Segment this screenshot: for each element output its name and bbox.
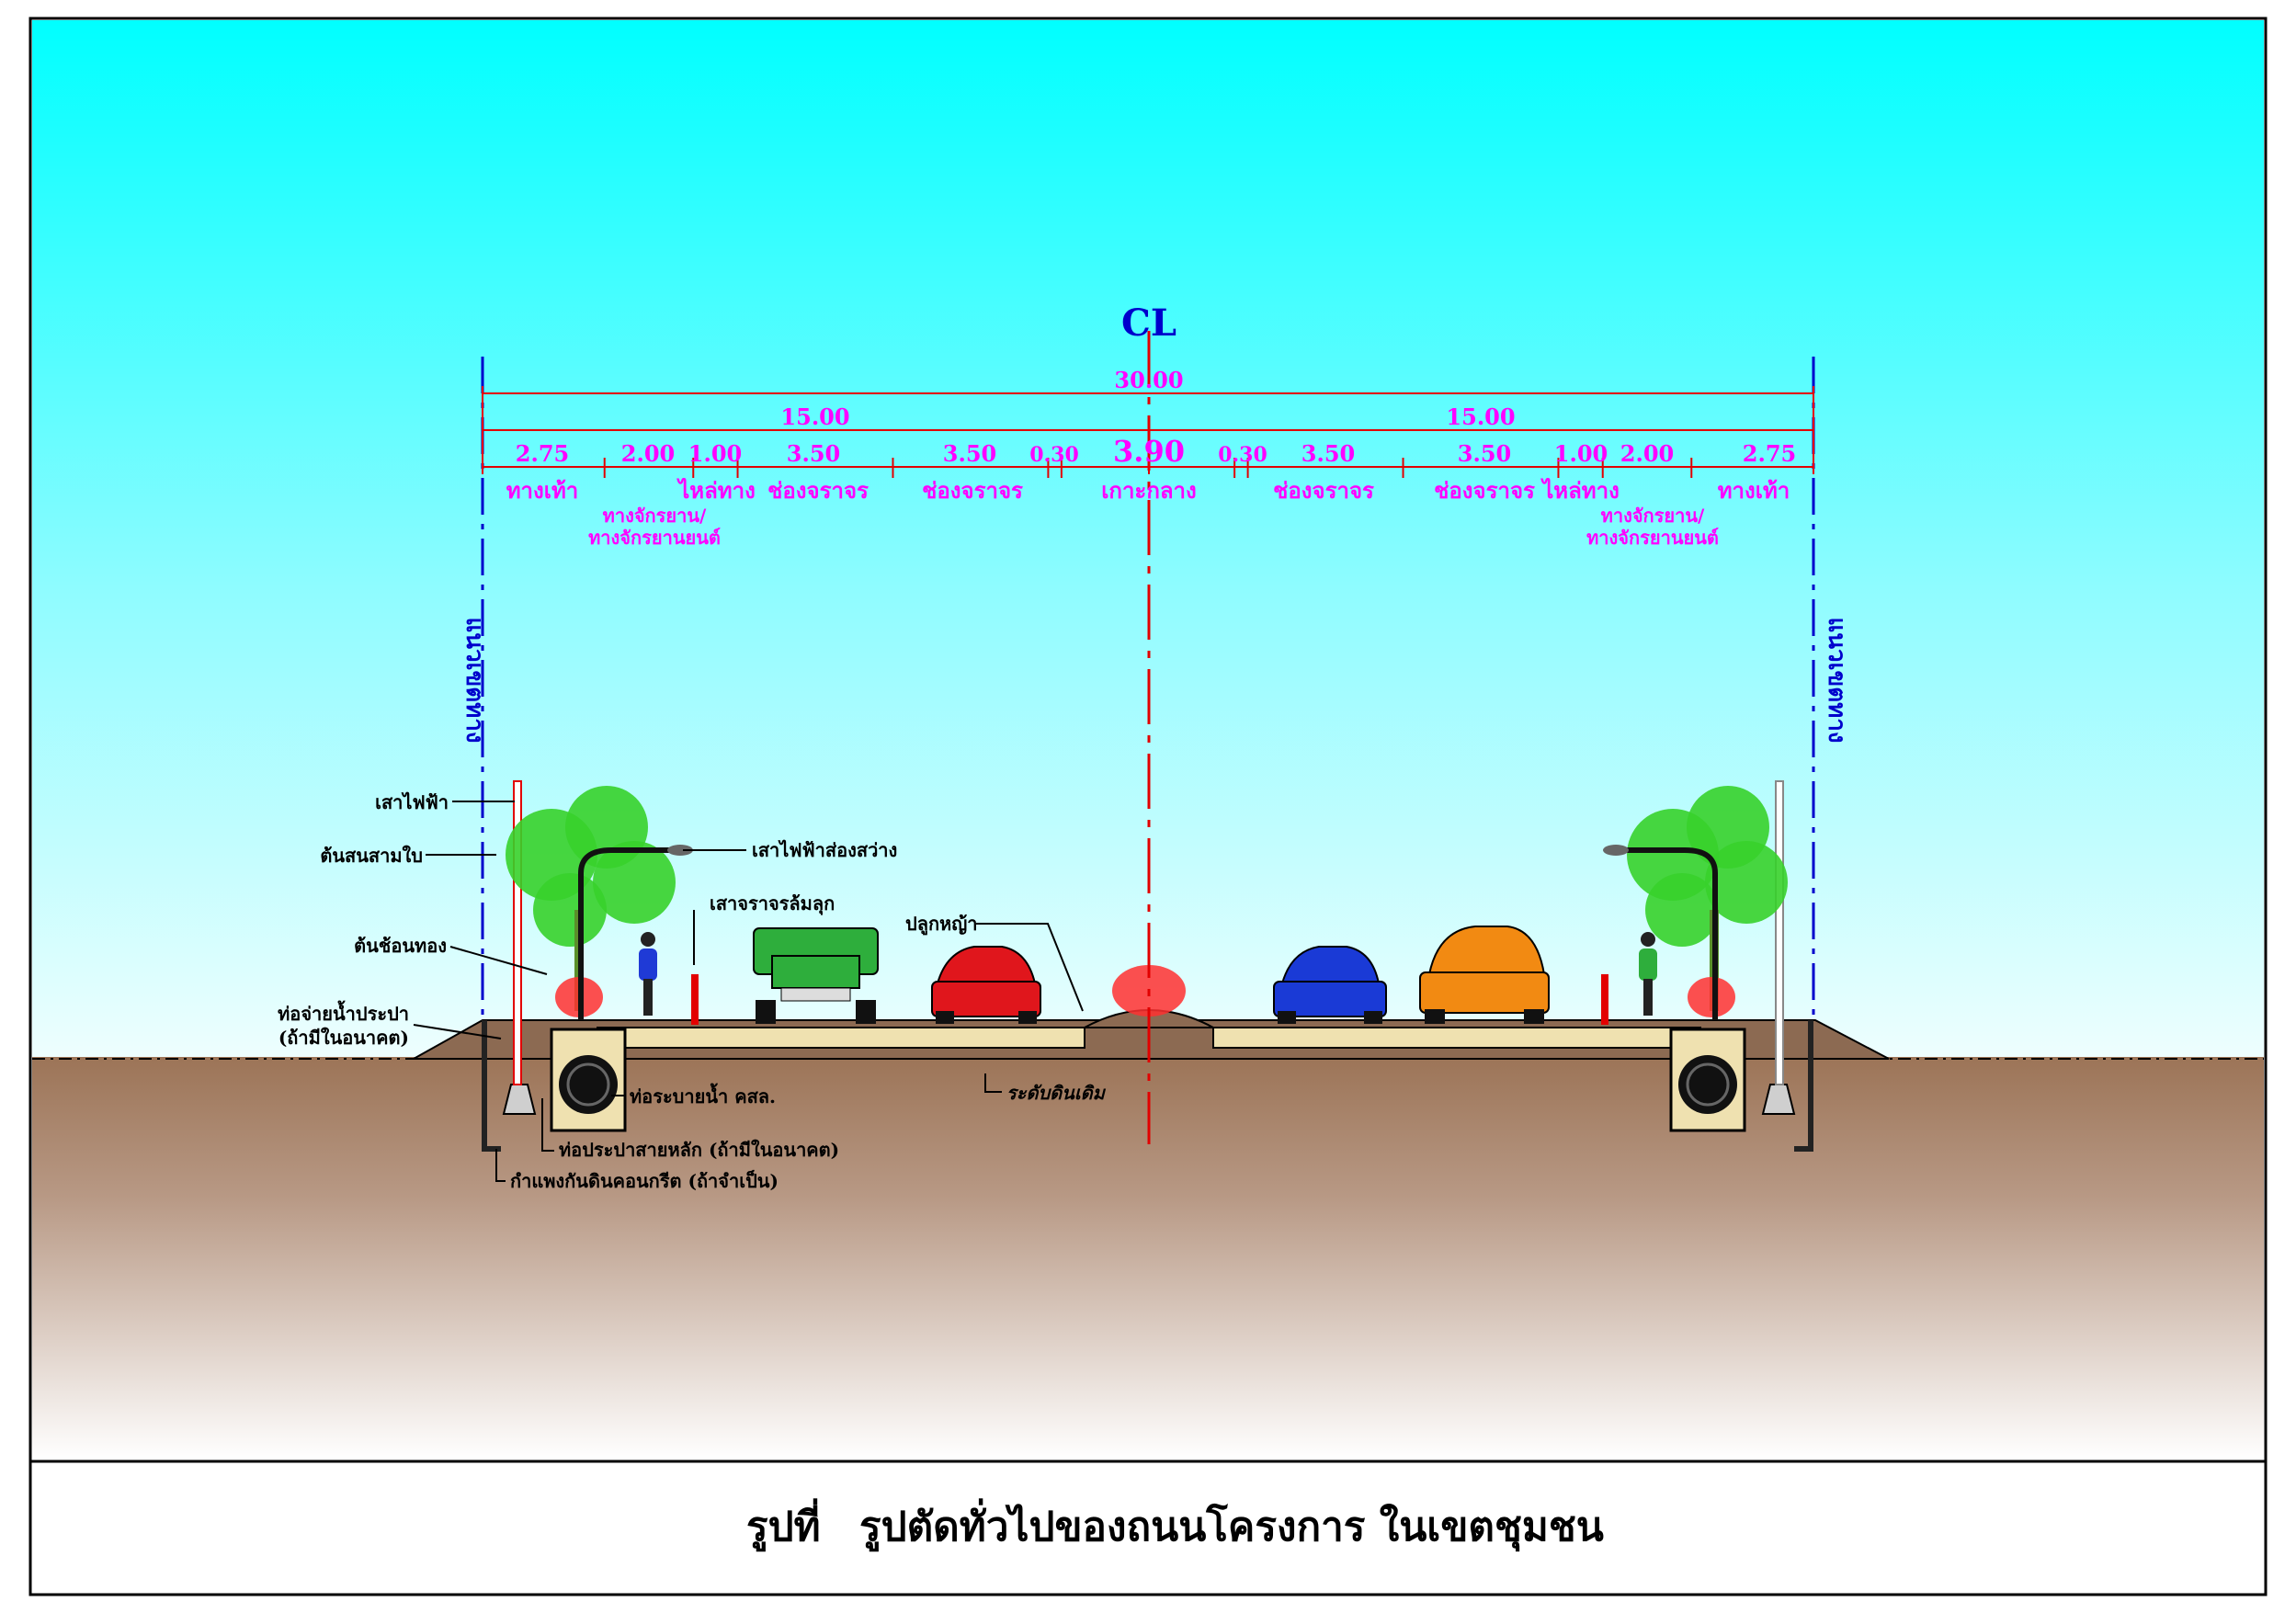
seg-left-label-1: ทางจักรยาน/	[603, 505, 707, 527]
seg-right-value-2: 3.50	[1458, 440, 1511, 467]
right-segments: 0.30 3.50 ช่องจราจร 3.50 ช่องจราจร 1.00 …	[1218, 440, 1796, 549]
figure-caption-prefix: รูปที่	[746, 1498, 821, 1551]
seg-left-label-2: ไหล่ทาง	[676, 477, 756, 504]
outer-frame	[28, 17, 2268, 1596]
seg-left-value-4: 3.50	[943, 440, 996, 467]
seg-left-label-0: ทางเท้า	[506, 477, 579, 504]
seg-right-label-5: ทางเท้า	[1718, 477, 1790, 504]
seg-right-value-1: 3.50	[1301, 440, 1355, 467]
bollard-left	[691, 974, 699, 1025]
seg-left-value-2: 1.00	[688, 440, 742, 467]
note-golden-tree: ต้นช้อนทอง	[354, 935, 447, 957]
note-pine-tree: ต้นสนสามใบ	[320, 845, 423, 867]
seg-left-label-3: ช่องจราจร	[767, 477, 869, 504]
pavement-right	[1212, 1027, 1701, 1049]
power-pole-left	[513, 780, 522, 1085]
figure-caption: รูปตัดทั่วไปของถนนโครงการ ในเขตชุมชน	[859, 1498, 1604, 1552]
median-value: 3.90	[1113, 434, 1185, 469]
seg-right-label-2: ช่องจราจร	[1434, 477, 1535, 504]
seg-right-value-3: 1.00	[1554, 440, 1608, 467]
note-main-pipe: ท่อประปาสายหลัก (ถ้ามีในอนาคต)	[559, 1139, 839, 1161]
seg-left-label-4: ช่องจราจร	[922, 477, 1023, 504]
drain-left	[550, 1028, 627, 1132]
car-blue	[1273, 946, 1387, 1024]
dimension-ticks	[603, 458, 1693, 478]
note-bollard: เสาจราจรล้มลุก	[710, 892, 835, 915]
seg-left-label2-1: ทางจักรยานยนต์	[588, 527, 721, 549]
retaining-wall-right	[1794, 1020, 1813, 1152]
seg-right-value-4: 2.00	[1620, 440, 1674, 467]
half-right-width: 15.00	[1446, 403, 1515, 430]
left-segments: 2.75 ทางเท้า 2.00 ทางจักรยาน/ ทางจักรยาน…	[506, 440, 1079, 549]
leader-lines	[413, 801, 1084, 1182]
seg-left-value-1: 2.00	[621, 440, 675, 467]
tree-right	[1627, 786, 1788, 1017]
note-ground-level: ระดับดินเดิม	[1006, 1082, 1107, 1104]
car-red	[931, 946, 1041, 1024]
dimension-lines	[482, 386, 1814, 474]
seg-left-value-3: 3.50	[787, 440, 840, 467]
seg-right-label-4: ทางจักรยาน/	[1601, 505, 1705, 527]
centerline-label: CL	[1121, 301, 1176, 345]
car-orange	[1419, 926, 1550, 1024]
seg-right-value-5: 2.75	[1743, 440, 1796, 467]
seg-right-value-0: 0.30	[1218, 443, 1267, 467]
bollard-right	[1601, 974, 1608, 1025]
note-power-pole: เสาไฟฟ้า	[375, 791, 449, 813]
seg-left-value-0: 2.75	[516, 440, 569, 467]
median-label: เกาะกลาง	[1101, 477, 1197, 504]
seg-left-value-5: 0.30	[1029, 443, 1079, 467]
seg-right-label-1: ช่องจราจร	[1273, 477, 1374, 504]
cyclist-right	[1639, 932, 1657, 1016]
seg-right-label2-4: ทางจักรยานยนต์	[1586, 527, 1719, 549]
half-left-width: 15.00	[780, 403, 849, 430]
note-retaining-wall: กำแพงกันดินคอนกรีต (ถ้าจำเป็น)	[510, 1169, 779, 1192]
total-width: 30.00	[1114, 367, 1183, 393]
car-green	[753, 927, 879, 1024]
row-label-right: แนวเขตทาง	[1823, 617, 1850, 743]
note-drain: ท่อระบายน้ำ คสล.	[630, 1083, 776, 1108]
cyclist-left	[639, 932, 657, 1016]
lamp-head-right	[1603, 845, 1629, 856]
drain-right	[1669, 1028, 1746, 1132]
street-light-left	[578, 847, 685, 1020]
pole-foundation-left	[502, 1084, 537, 1115]
pole-foundation-right	[1761, 1084, 1796, 1115]
note-grass: ปลูกหญ้า	[905, 913, 978, 937]
pavement-left	[597, 1027, 1085, 1049]
street-light-right	[1611, 847, 1718, 1020]
note-street-light: เสาไฟฟ้าส่องสว่าง	[752, 839, 897, 861]
lamp-head-left	[667, 845, 693, 856]
note-water-pipe: ท่อจ่ายน้ำประปา	[278, 1000, 409, 1025]
seg-right-label-3: ไหล่ทาง	[1540, 477, 1620, 504]
row-label-left: แนวเขตทาง	[460, 617, 488, 743]
note-water-pipe-2: (ถ้ามีในอนาคต)	[278, 1027, 409, 1049]
power-pole-right	[1775, 780, 1784, 1085]
